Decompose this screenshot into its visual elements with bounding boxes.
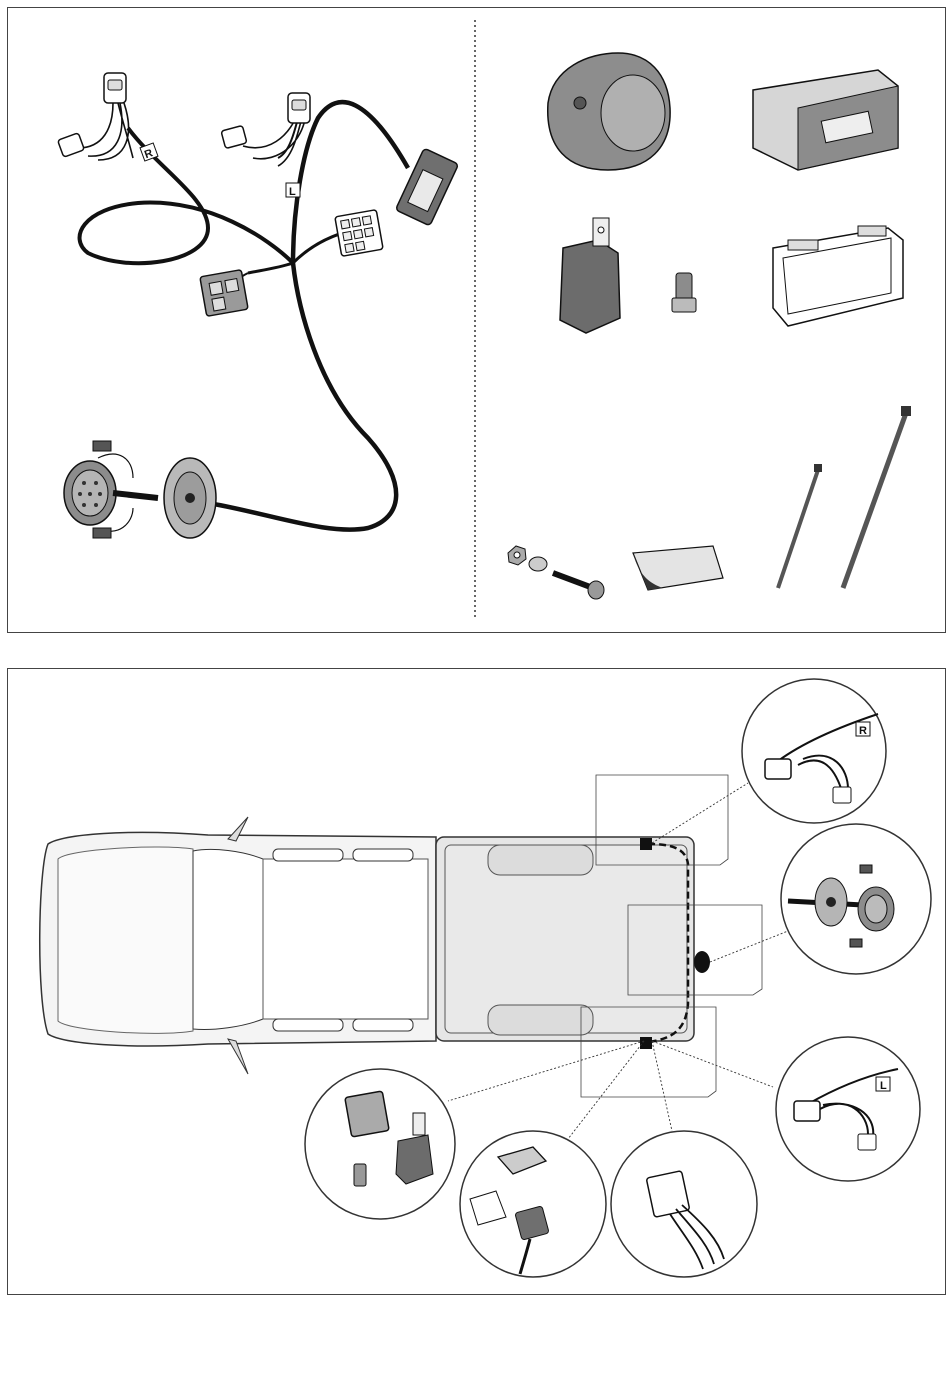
callout-right-label: R: [859, 725, 867, 737]
callout-right-lamp: R: [742, 679, 886, 823]
bolt-nut-washer: [508, 546, 604, 599]
module-bracket: [773, 226, 903, 326]
installation-overview-panel: R L: [7, 668, 946, 1295]
trailer-socket-housing: [548, 53, 670, 170]
callout-socket: [781, 824, 931, 974]
callout-module: [460, 1131, 606, 1277]
callout-left-lamp: L: [776, 1037, 920, 1181]
relay: [560, 218, 620, 333]
control-module: [753, 70, 898, 170]
fuse-holder: [672, 273, 696, 312]
trailer-socket-13-pin: [64, 441, 158, 538]
relay-socket-connector: [200, 270, 248, 317]
vehicle-multipin-connector: [335, 210, 383, 257]
left-harness-label: L: [286, 183, 300, 198]
adhesive-pad: [633, 546, 723, 590]
cable-tie-small: [778, 464, 822, 588]
left-harness-label-text: L: [289, 186, 296, 198]
callout-left-label: L: [880, 1080, 887, 1092]
callout-multipin: [611, 1131, 757, 1277]
kit-contents-drawing: R L: [8, 8, 947, 634]
kit-contents-panel: R L: [7, 7, 946, 633]
socket-gasket: [164, 458, 216, 538]
wiring-harness: [78, 102, 408, 530]
installation-drawing: R L: [8, 669, 947, 1296]
callout-relay: [305, 1069, 455, 1219]
cable-tie-large: [843, 406, 911, 588]
